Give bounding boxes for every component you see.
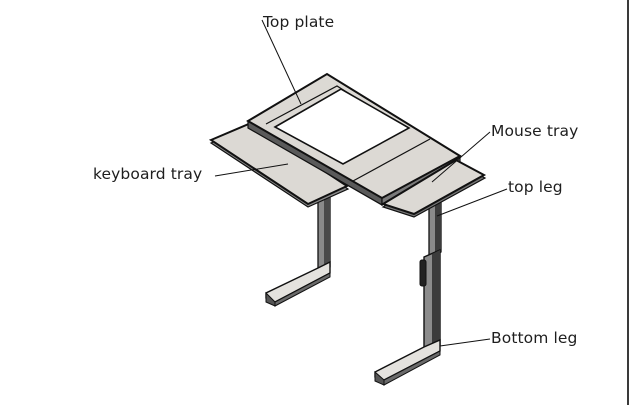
label-keyboard-tray: keyboard tray <box>93 165 203 183</box>
leader-bottom-leg <box>439 338 491 347</box>
leader-keyboard-tray <box>214 163 289 177</box>
leader-top-leg <box>436 188 508 217</box>
label-mouse-tray: Mouse tray <box>491 122 579 140</box>
right-leg <box>374 199 442 386</box>
leader-lines <box>214 19 508 347</box>
mouse-tray-shape <box>380 156 487 218</box>
left-leg <box>265 188 331 307</box>
leader-mouse-tray <box>431 131 491 183</box>
leader-top-plate <box>261 19 302 105</box>
label-top-leg: top leg <box>508 178 563 196</box>
label-bottom-leg: Bottom leg <box>491 329 578 347</box>
label-top-plate: Top plate <box>263 13 335 31</box>
keyboard-tray-shape <box>208 121 350 208</box>
frame-right-border <box>627 0 629 405</box>
